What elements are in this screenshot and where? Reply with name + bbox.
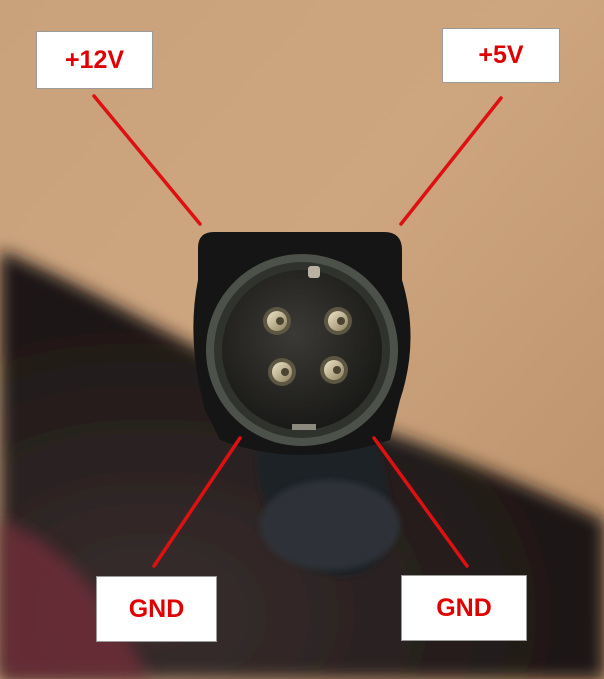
- pin-5v: [324, 307, 352, 335]
- key-notch: [308, 266, 320, 278]
- label-gnd-left: GND: [96, 576, 217, 642]
- pointer-line-gnd-left: [152, 436, 242, 568]
- connector-face: [222, 270, 382, 430]
- pointer-line-5v: [399, 96, 503, 226]
- label-gnd-right: GND: [401, 575, 527, 641]
- label-12v: +12V: [36, 31, 153, 89]
- pointer-line-gnd-right: [372, 436, 469, 568]
- label-5v: +5V: [442, 28, 560, 83]
- pin-12v: [263, 307, 291, 335]
- pointer-line-12v: [92, 94, 202, 226]
- pin-gnd-left: [268, 358, 296, 386]
- pin-gnd-right: [320, 356, 348, 384]
- cable-strain-relief: [260, 480, 400, 570]
